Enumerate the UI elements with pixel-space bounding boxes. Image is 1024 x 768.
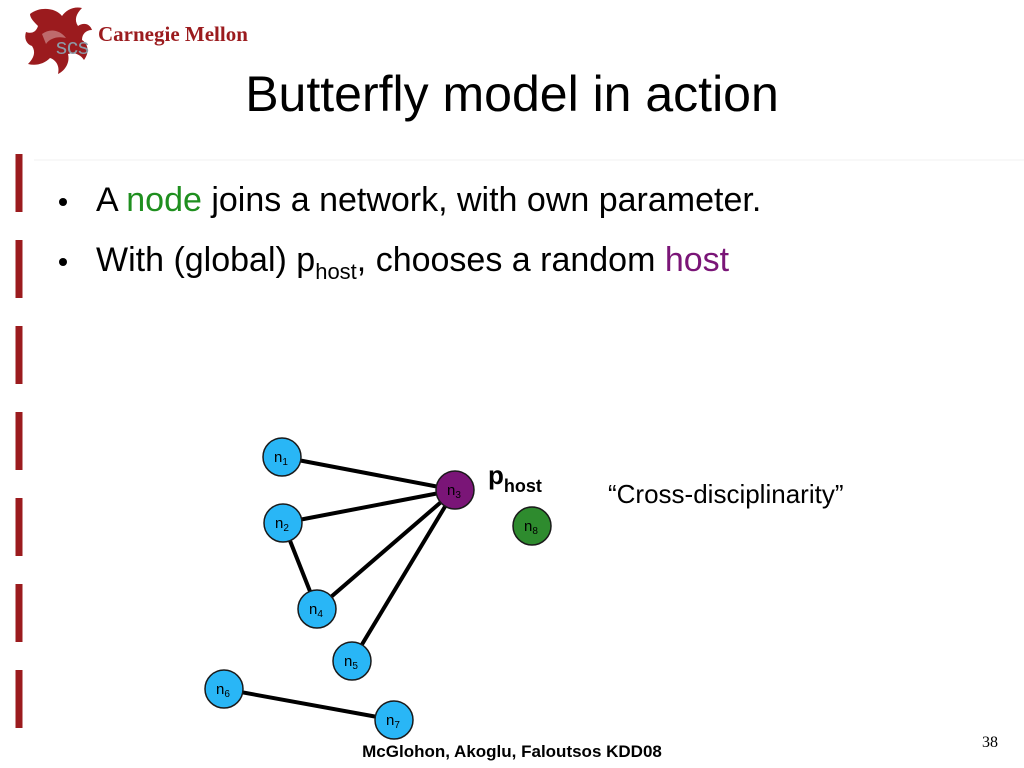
node-circle [262, 437, 302, 477]
cmu-logo: scs Carnegie Mellon [22, 4, 272, 80]
page-number: 38 [982, 734, 998, 751]
node-label: n8 [524, 518, 538, 537]
edge-group [223, 455, 457, 722]
node-label: n6 [216, 681, 230, 700]
dragon-icon [25, 7, 92, 74]
node-n6: n6 [204, 669, 244, 709]
edge-n1-n3 [281, 455, 456, 492]
node-n8: n8 [512, 506, 552, 546]
node-circle [512, 506, 552, 546]
bullet-item-2: With (global) phost, chooses a random ho… [56, 240, 761, 292]
node-n2: n2 [263, 503, 303, 543]
bullet-text: joins a network, with own parameter. [201, 181, 762, 219]
node-label: n4 [309, 601, 323, 620]
node-circle [263, 503, 303, 543]
node-circle [374, 700, 414, 740]
node-n5: n5 [332, 641, 372, 681]
p-label: p [488, 460, 504, 490]
node-circle [332, 641, 372, 681]
institution-name: Carnegie Mellon [98, 22, 248, 46]
host-highlight: host [664, 241, 730, 279]
edge-n4-n3 [315, 488, 457, 611]
node-label: n1 [274, 449, 288, 468]
bullet-text: A [96, 181, 127, 219]
p-host-label: phost [488, 460, 542, 496]
logo-badge: scs [56, 34, 89, 59]
node-highlight: node [126, 181, 202, 219]
bullet-list: A node joins a network, with own paramet… [56, 180, 761, 292]
node-group: n1 n2 n3 n4 n5 n6 n7 n8 [204, 437, 552, 740]
node-n4: n4 [297, 589, 337, 629]
edge-n5-n3 [350, 488, 457, 663]
node-circle [297, 589, 337, 629]
node-label: n2 [275, 515, 289, 534]
node-circle [435, 470, 475, 510]
bullet-text: With (global) p [96, 241, 316, 279]
node-n1: n1 [262, 437, 302, 477]
bullet-dot-icon [59, 258, 67, 266]
bullet-item-1: A node joins a network, with own paramet… [56, 180, 761, 220]
p-host-sub: host [504, 476, 542, 496]
edge-n6-n7 [223, 687, 395, 722]
node-n3: n3 [435, 470, 475, 510]
node-label: n7 [386, 712, 400, 731]
node-circle [204, 669, 244, 709]
slide-title: Butterfly model in action [245, 66, 779, 122]
node-n7: n7 [374, 700, 414, 740]
edge-n2-n3 [282, 488, 456, 525]
node-label: n5 [344, 653, 358, 672]
footer-authors: McGlohon, Akoglu, Faloutsos KDD08 [362, 742, 662, 761]
bullet-dot-icon [59, 198, 67, 206]
bullet-text: , chooses a random [356, 241, 665, 279]
node-label: n3 [447, 482, 461, 501]
cross-disciplinarity-label: “Cross-disciplinarity” [608, 479, 844, 509]
host-subscript: host [315, 259, 357, 284]
